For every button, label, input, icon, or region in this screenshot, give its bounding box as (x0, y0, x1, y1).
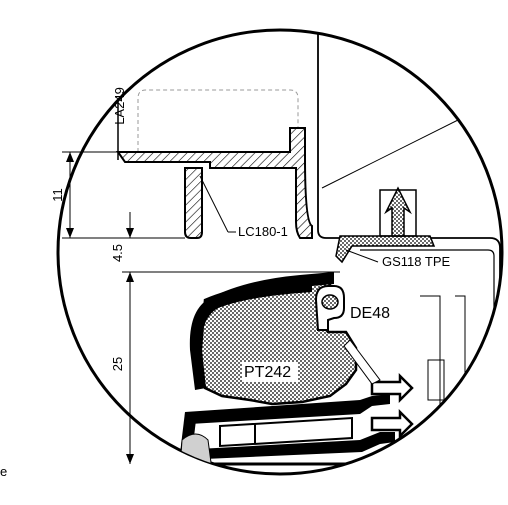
frame-chamber-1 (420, 295, 441, 470)
label-de48: DE48 (350, 305, 390, 322)
label-lc180: LC180-1 (238, 224, 288, 239)
gs118-leader (345, 249, 379, 263)
detail-circle (56, 28, 504, 476)
gs118-channel (379, 189, 417, 237)
dim-11: 11 (50, 151, 185, 239)
lower-rail-1 (185, 394, 390, 424)
gs118-gasket (335, 235, 436, 264)
lc180-leg (184, 167, 203, 239)
dim-11-label: 11 (50, 188, 65, 202)
la249-dashed-outline (137, 89, 299, 152)
gray-foot (179, 433, 213, 471)
lc180-leader (199, 175, 229, 233)
sash-profile-hatched (116, 127, 313, 239)
de48-hole (321, 294, 339, 310)
bevel-strip (343, 339, 381, 385)
label-corner: e (0, 464, 7, 479)
label-la249: LA249 (112, 87, 127, 125)
connector-lower (370, 408, 414, 440)
dim-4-5-label: 4.5 (110, 244, 125, 262)
label-gs118: GS118 TPE (382, 254, 450, 269)
dim-25-label: 25 (110, 357, 125, 371)
dim-25: 25 (110, 272, 134, 464)
frame-window (427, 359, 445, 401)
lower-rail-2 (180, 432, 395, 460)
label-de48-bg (348, 304, 394, 322)
upper-frame-outline (317, 30, 501, 470)
gs118-fir-tree (384, 186, 412, 237)
connector-upper (370, 372, 414, 404)
diagonal-line (321, 117, 463, 189)
inner-rail (219, 416, 353, 448)
dim-4-5: 4.5 (110, 212, 340, 300)
label-pt242-bg (242, 362, 298, 382)
frame-inner-outline (360, 249, 495, 470)
label-pt242: PT242 (244, 364, 291, 381)
pt242-outer-shell (189, 272, 334, 390)
